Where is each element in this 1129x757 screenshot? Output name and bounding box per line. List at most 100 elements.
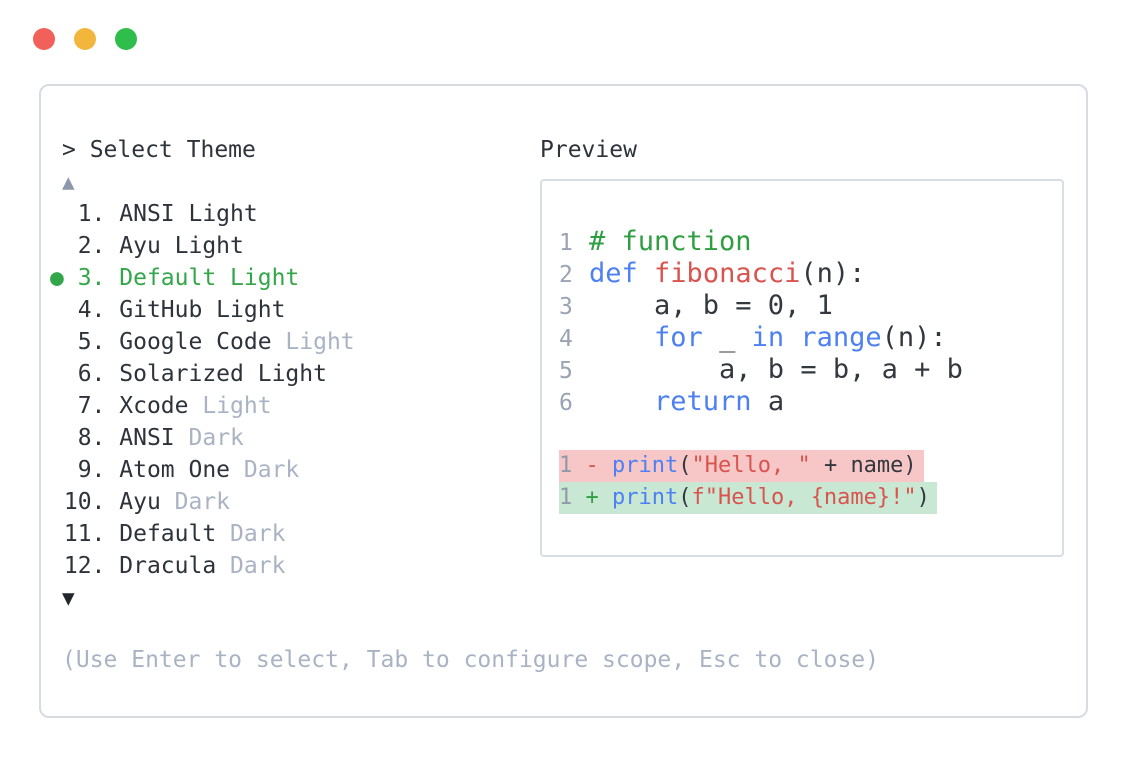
theme-name: Ayu Light <box>119 233 244 259</box>
code-line-number: 4 <box>559 326 573 352</box>
code-line-1: 1 # function <box>559 226 1052 258</box>
theme-name: Xcode <box>119 393 203 419</box>
zoom-button[interactable] <box>115 28 137 50</box>
code-token-plain: ( <box>678 453 692 478</box>
code-line-number: 1 <box>559 230 573 256</box>
code-token-kw: range <box>800 322 882 353</box>
code-token-plain: ( <box>678 485 692 510</box>
diff-line-number: 1 <box>559 485 573 510</box>
code-token-plain: _ <box>702 322 752 353</box>
code-line-5: 5 a, b = b, a + b <box>559 354 1052 386</box>
theme-picker-dialog: > Select Theme ▲ 1. ANSI Light 2. Ayu Li… <box>39 84 1088 718</box>
scroll-up-icon[interactable]: ▲ <box>62 170 75 194</box>
selected-bullet-and-number: ● 3. <box>50 265 120 291</box>
code-token-kw: for <box>654 322 703 353</box>
code-line-number: 6 <box>559 390 573 416</box>
item-number: 12. <box>50 553 120 579</box>
theme-list-item-2[interactable]: 2. Ayu Light <box>50 230 540 262</box>
theme-name: ANSI <box>119 425 189 451</box>
code-token-plain <box>589 386 654 417</box>
theme-name: Default <box>119 521 231 547</box>
keyboard-hint: (Use Enter to select, Tab to configure s… <box>62 647 879 673</box>
item-number: 4. <box>50 297 120 323</box>
code-token-kw: in <box>751 322 785 353</box>
code-token-kw: return <box>654 386 752 417</box>
theme-list-item-7[interactable]: 7. Xcode Light <box>50 390 540 422</box>
theme-name: Solarized Light <box>119 361 327 387</box>
theme-list-item-3[interactable]: ● 3. Default Light <box>50 262 540 294</box>
code-token-plain <box>589 322 654 353</box>
diff-added-chunk: 1 + print(f"Hello, {name}!") <box>559 482 937 514</box>
code-token-kw: print <box>612 453 679 478</box>
item-number: 9. <box>50 457 120 483</box>
theme-name: Google Code <box>119 329 286 355</box>
code-token-plain: a <box>751 386 785 417</box>
theme-list-item-4[interactable]: 4. GitHub Light <box>50 294 540 326</box>
theme-name: ANSI Light <box>119 201 258 227</box>
theme-list-item-1[interactable]: 1. ANSI Light <box>50 198 540 230</box>
scroll-down-icon[interactable]: ▼ <box>62 586 75 610</box>
code-line-4: 4 for _ in range(n): <box>559 322 1052 354</box>
theme-name: Default Light <box>119 265 300 291</box>
theme-name: GitHub Light <box>119 297 286 323</box>
diff-removed-chunk: 1 - print("Hello, " + name) <box>559 450 924 482</box>
diff-line-add: 1 + print(f"Hello, {name}!") <box>559 482 1052 514</box>
theme-name-muted-suffix: Dark <box>230 553 286 579</box>
close-button[interactable] <box>33 28 55 50</box>
code-token-plain <box>638 258 654 289</box>
theme-name: Dracula <box>119 553 231 579</box>
code-token-plain: (n): <box>881 322 947 353</box>
theme-list: 1. ANSI Light 2. Ayu Light● 3. Default L… <box>50 198 540 582</box>
theme-name: Ayu <box>119 489 175 515</box>
theme-list-item-12[interactable]: 12. Dracula Dark <box>50 550 540 582</box>
minimize-button[interactable] <box>74 28 96 50</box>
code-token-fn: fibonacci <box>654 258 801 289</box>
item-number: 11. <box>50 521 120 547</box>
theme-name-muted-suffix: Dark <box>174 489 231 515</box>
code-line-3: 3 a, b = 0, 1 <box>559 290 1052 322</box>
item-number: 1. <box>50 201 120 227</box>
theme-name-muted-suffix: Light <box>285 329 355 355</box>
code-line-number: 3 <box>559 294 573 320</box>
item-number: 7. <box>50 393 120 419</box>
theme-list-item-5[interactable]: 5. Google Code Light <box>50 326 540 358</box>
theme-list-item-6[interactable]: 6. Solarized Light <box>50 358 540 390</box>
theme-list-item-11[interactable]: 11. Default Dark <box>50 518 540 550</box>
code-line-6: 6 return a <box>559 386 1052 418</box>
window-controls <box>33 28 137 50</box>
code-token-kw: print <box>612 485 679 510</box>
item-number: 6. <box>50 361 120 387</box>
theme-list-column: > Select Theme ▲ 1. ANSI Light 2. Ayu Li… <box>50 134 540 614</box>
select-theme-prompt[interactable]: > Select Theme <box>62 137 256 163</box>
code-token-plain: ) <box>916 485 930 510</box>
diff-line-del: 1 - print("Hello, " + name) <box>559 450 1052 482</box>
code-blank-line <box>559 418 1052 450</box>
code-line-number: 2 <box>559 262 573 288</box>
item-number: 8. <box>50 425 120 451</box>
code-token-plain: a, b = b, a + b <box>589 354 963 385</box>
theme-list-item-9[interactable]: 9. Atom One Dark <box>50 454 540 486</box>
theme-name-muted-suffix: Light <box>202 393 272 419</box>
code-token-str: f"Hello, {name}!" <box>691 485 917 510</box>
theme-list-item-8[interactable]: 8. ANSI Dark <box>50 422 540 454</box>
theme-name-muted-suffix: Dark <box>230 521 286 547</box>
code-token-plain: a, b = 0, 1 <box>589 290 833 321</box>
item-number: 10. <box>50 489 120 515</box>
theme-name-muted-suffix: Dark <box>188 425 244 451</box>
code-token-plain: (n): <box>800 258 866 289</box>
code-token-plain <box>784 322 800 353</box>
diff-plus-sign: + <box>585 485 599 510</box>
preview-label: Preview <box>540 137 637 163</box>
code-token-str: "Hello, " <box>691 453 811 478</box>
theme-list-item-10[interactable]: 10. Ayu Dark <box>50 486 540 518</box>
item-number: 2. <box>50 233 120 259</box>
code-line-number: 5 <box>559 358 573 384</box>
item-number: 5. <box>50 329 120 355</box>
code-token-plain: + name) <box>810 453 917 478</box>
code-token-comment: # function <box>589 226 752 257</box>
